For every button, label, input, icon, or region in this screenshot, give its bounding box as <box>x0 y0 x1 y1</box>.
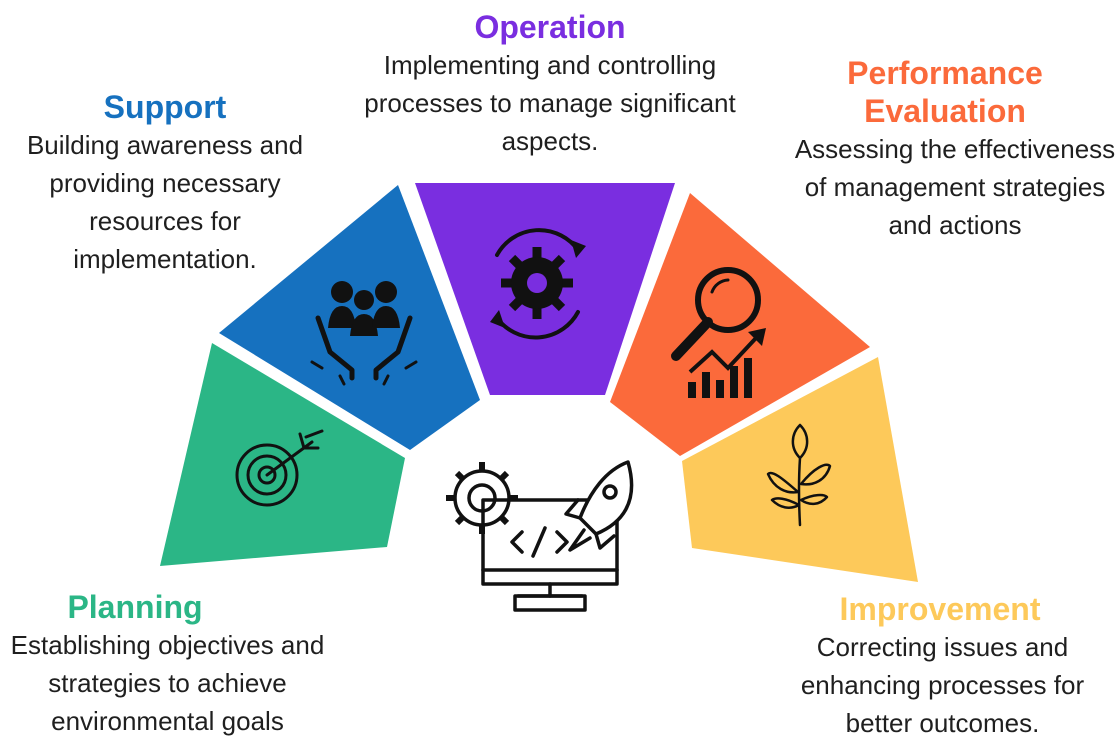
improvement-block: Improvement Correcting issues and enhanc… <box>770 590 1115 742</box>
performance-description: Assessing the effectiveness of managemen… <box>794 134 1116 240</box>
target-arrow-icon <box>235 429 324 507</box>
hands-people-icon <box>310 281 418 386</box>
improvement-description: Correcting issues and enhancing processe… <box>800 632 1085 738</box>
performance-block: Performance Evaluation Assessing the eff… <box>790 54 1120 244</box>
operation-description: Implementing and controlling processes t… <box>364 50 736 156</box>
performance-title: Performance Evaluation <box>847 55 1043 129</box>
support-block: Support Building awareness and providing… <box>0 88 330 278</box>
gear-cycle-icon <box>490 228 586 340</box>
magnifier-chart-icon <box>671 267 766 398</box>
operation-block: Operation Implementing and controlling p… <box>345 8 755 160</box>
planning-description: Establishing objectives and strategies t… <box>10 630 325 736</box>
improvement-title: Improvement <box>839 591 1041 627</box>
support-description: Building awareness and providing necessa… <box>26 130 304 274</box>
support-title: Support <box>103 89 227 125</box>
planning-block: Planning Establishing objectives and str… <box>0 588 335 740</box>
monitor-code-rocket-icon <box>446 460 634 612</box>
plant-sprout-icon <box>766 423 832 527</box>
segment-planning <box>160 343 405 566</box>
operation-title: Operation <box>474 9 626 45</box>
planning-title: Planning <box>67 589 203 625</box>
